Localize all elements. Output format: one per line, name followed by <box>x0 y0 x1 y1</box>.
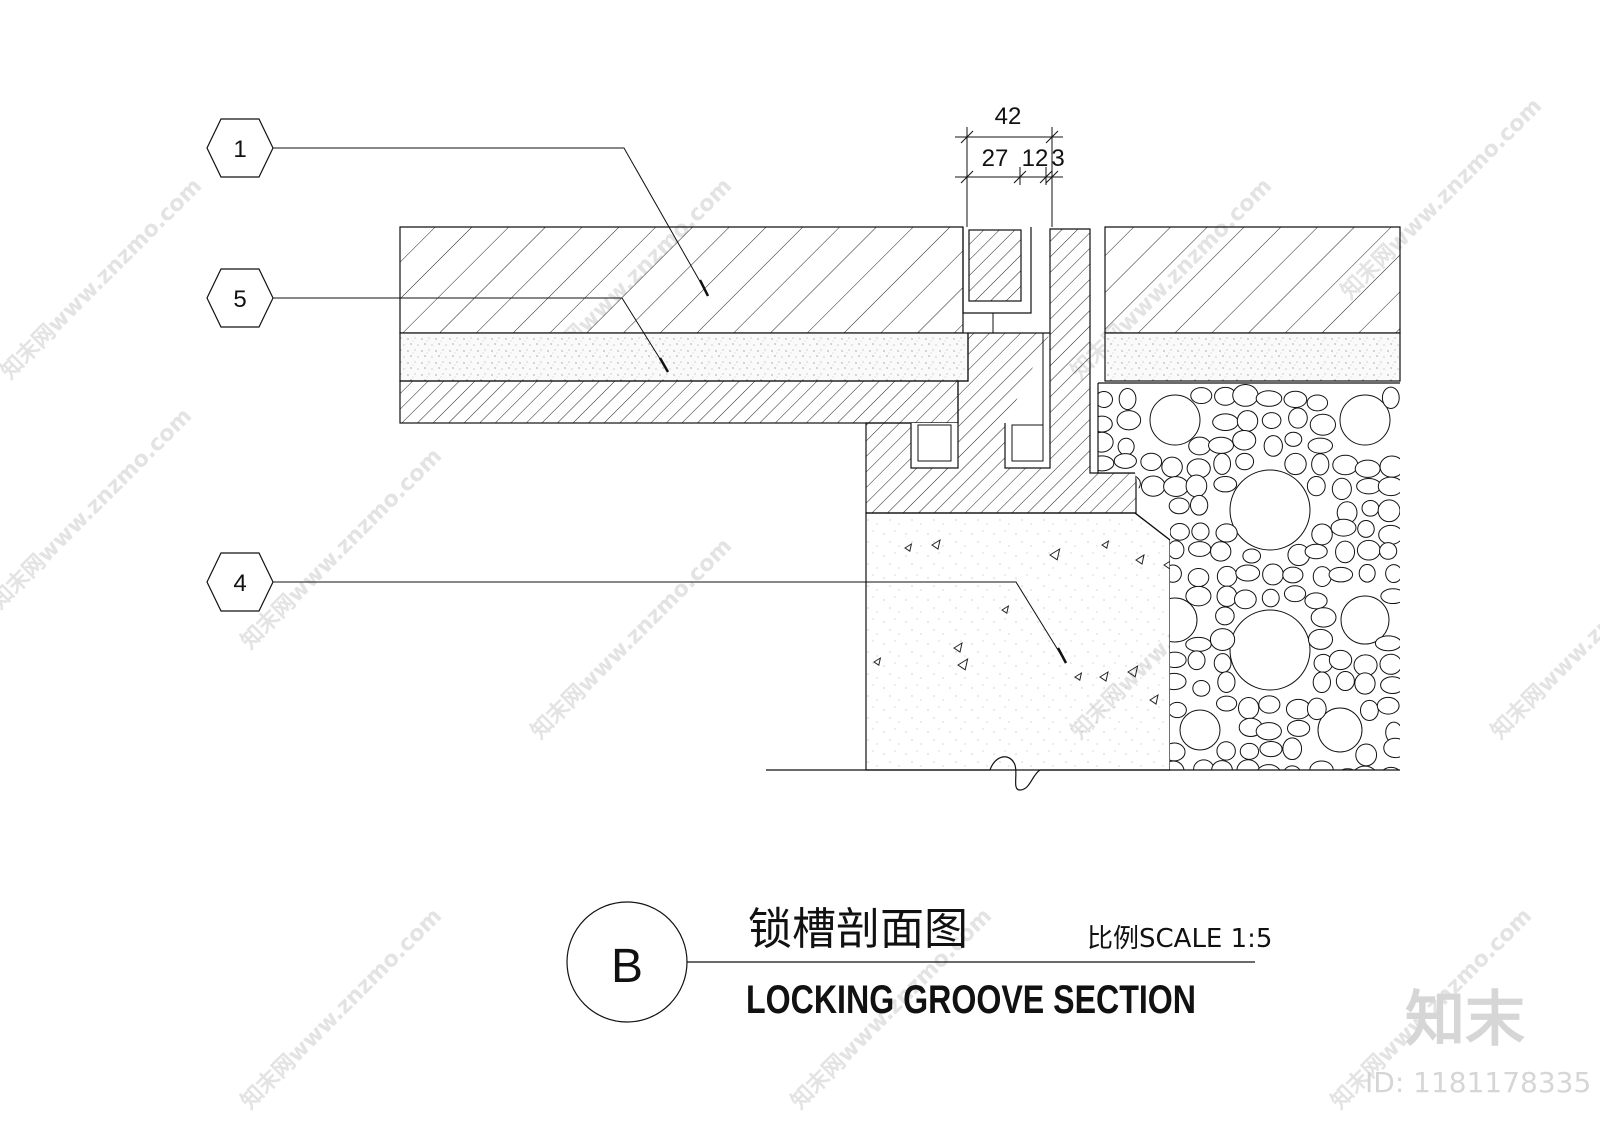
title-chinese: 锁槽剖面图 <box>748 904 968 955</box>
watermark-text: 知末网www.znzmo.com <box>0 403 197 614</box>
dimension-part-1: 27 <box>982 145 1009 172</box>
svg-text:5: 5 <box>233 286 246 313</box>
groove-insert <box>968 229 1022 302</box>
title-scale: 比例SCALE 1:5 <box>1087 924 1272 954</box>
dimension-total: 42 <box>995 103 1022 130</box>
groove-profile-block <box>865 228 1137 514</box>
watermark-text: 知末网www.znzmo.com <box>236 443 447 654</box>
watermark-id: ID: 1181178335 <box>1365 1066 1591 1099</box>
section-marker-letter: B <box>611 940 643 993</box>
watermark-text: 知末网www.znzmo.com <box>236 903 447 1114</box>
lower-slab <box>399 380 959 424</box>
concrete-base <box>766 512 1175 791</box>
callout-4: 4 <box>206 552 1068 664</box>
svg-text:1: 1 <box>233 136 246 163</box>
dimension-lines <box>955 127 1063 227</box>
title-english: LOCKING GROOVE SECTION <box>746 978 1196 1022</box>
callout-1: 1 <box>206 118 710 297</box>
watermark-text: 知末网www.znzmo.com <box>1486 533 1600 744</box>
watermark-brand: 知末 <box>1405 985 1525 1055</box>
watermark-text: 知末网www.znzmo.com <box>0 173 207 384</box>
dimension-part-2: 12 <box>1022 145 1049 172</box>
title-block: B 锁槽剖面图 比例SCALE 1:5 LOCKING GROOVE SECTI… <box>566 901 1272 1023</box>
dimension-part-3: 3 <box>1051 145 1064 172</box>
watermark-text: 知末网www.znzmo.com <box>526 533 737 744</box>
svg-text:4: 4 <box>233 570 246 597</box>
callout-5: 5 <box>206 268 670 373</box>
sand-layer <box>399 332 1401 382</box>
top-slab <box>399 226 1401 334</box>
